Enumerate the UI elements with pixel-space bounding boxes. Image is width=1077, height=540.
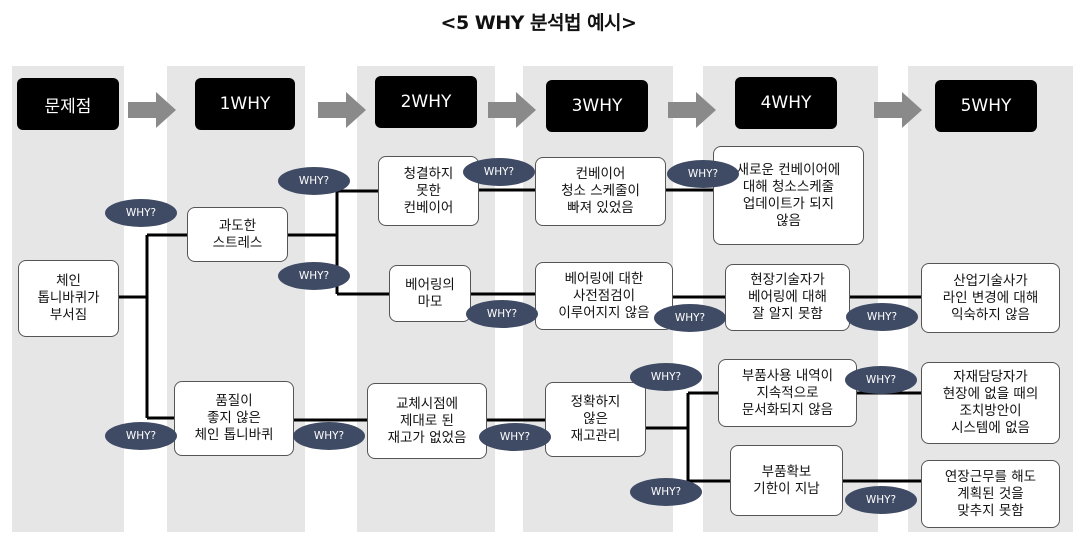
arrow-right-icon <box>874 92 922 128</box>
why-badge: WHY? <box>293 422 365 450</box>
header-4why: 4WHY <box>735 77 837 129</box>
header-3why: 3WHY <box>546 80 648 132</box>
header-2why: 2WHY <box>375 76 477 128</box>
why-badge: WHY? <box>667 160 739 188</box>
why-badge: WHY? <box>845 486 917 514</box>
header-problem: 문제점 <box>17 78 119 130</box>
why-badge: WHY? <box>846 303 918 331</box>
why-badge: WHY? <box>630 478 702 506</box>
why4-box-technician: 현장기술자가 베어링에 대해 잘 알지 못함 <box>725 264 850 331</box>
page-title: <5 WHY 분석법 예시> <box>440 12 637 34</box>
why2-box-conveyor: 청결하지 못한 컨베이어 <box>378 156 479 226</box>
why-badge: WHY? <box>278 262 350 290</box>
why-badge: WHY? <box>105 422 177 450</box>
why2-box-bearing: 베어링의 마모 <box>389 265 471 322</box>
why3-box-inspection: 베어링에 대한 사전점검이 이루어지지 않음 <box>535 262 673 330</box>
why5-box-overtime: 연장근무를 해도 계획된 것을 맞추지 못함 <box>921 460 1060 528</box>
header-1why: 1WHY <box>195 78 295 130</box>
arrow-right-icon <box>128 92 176 128</box>
why-badge: WHY? <box>630 363 702 391</box>
why4-box-deadline: 부품확보 기한이 지남 <box>730 445 843 516</box>
header-5why: 5WHY <box>935 80 1037 132</box>
why2-box-inventory: 교체시점에 제대로 된 재고가 없었음 <box>367 383 487 459</box>
why1-box-quality: 품질이 좋지 않은 체인 톱니바퀴 <box>174 381 294 456</box>
why-badge: WHY? <box>105 199 177 227</box>
why-badge: WHY? <box>466 300 538 328</box>
why-badge: WHY? <box>479 423 551 451</box>
why5-box-system: 자재담당자가 현장에 없을 때의 조치방안이 시스템에 없음 <box>921 362 1060 444</box>
why-badge: WHY? <box>278 167 350 195</box>
why1-box-stress: 과도한 스트레스 <box>187 207 288 262</box>
why4-box-update: 새로운 컨베이어에 대해 청소스케줄 업데이트가 되지 않음 <box>713 146 864 245</box>
why3-box-schedule: 컨베이어 청소 스케줄이 빠져 있었음 <box>535 157 666 226</box>
why4-box-documentation: 부품사용 내역이 지속적으로 문서화되지 않음 <box>718 359 857 427</box>
problem-box: 체인 톱니바퀴가 부서짐 <box>18 260 119 337</box>
arrow-right-icon <box>668 92 716 128</box>
why5-box-engineer: 산업기술사가 라인 변경에 대해 익숙하지 않음 <box>921 263 1060 333</box>
why3-box-management: 정확하지 않은 재고관리 <box>545 382 646 457</box>
why-badge: WHY? <box>845 366 917 394</box>
arrow-right-icon <box>488 92 536 128</box>
why-badge: WHY? <box>463 158 535 186</box>
why-badge: WHY? <box>654 304 726 332</box>
arrow-right-icon <box>318 92 366 128</box>
